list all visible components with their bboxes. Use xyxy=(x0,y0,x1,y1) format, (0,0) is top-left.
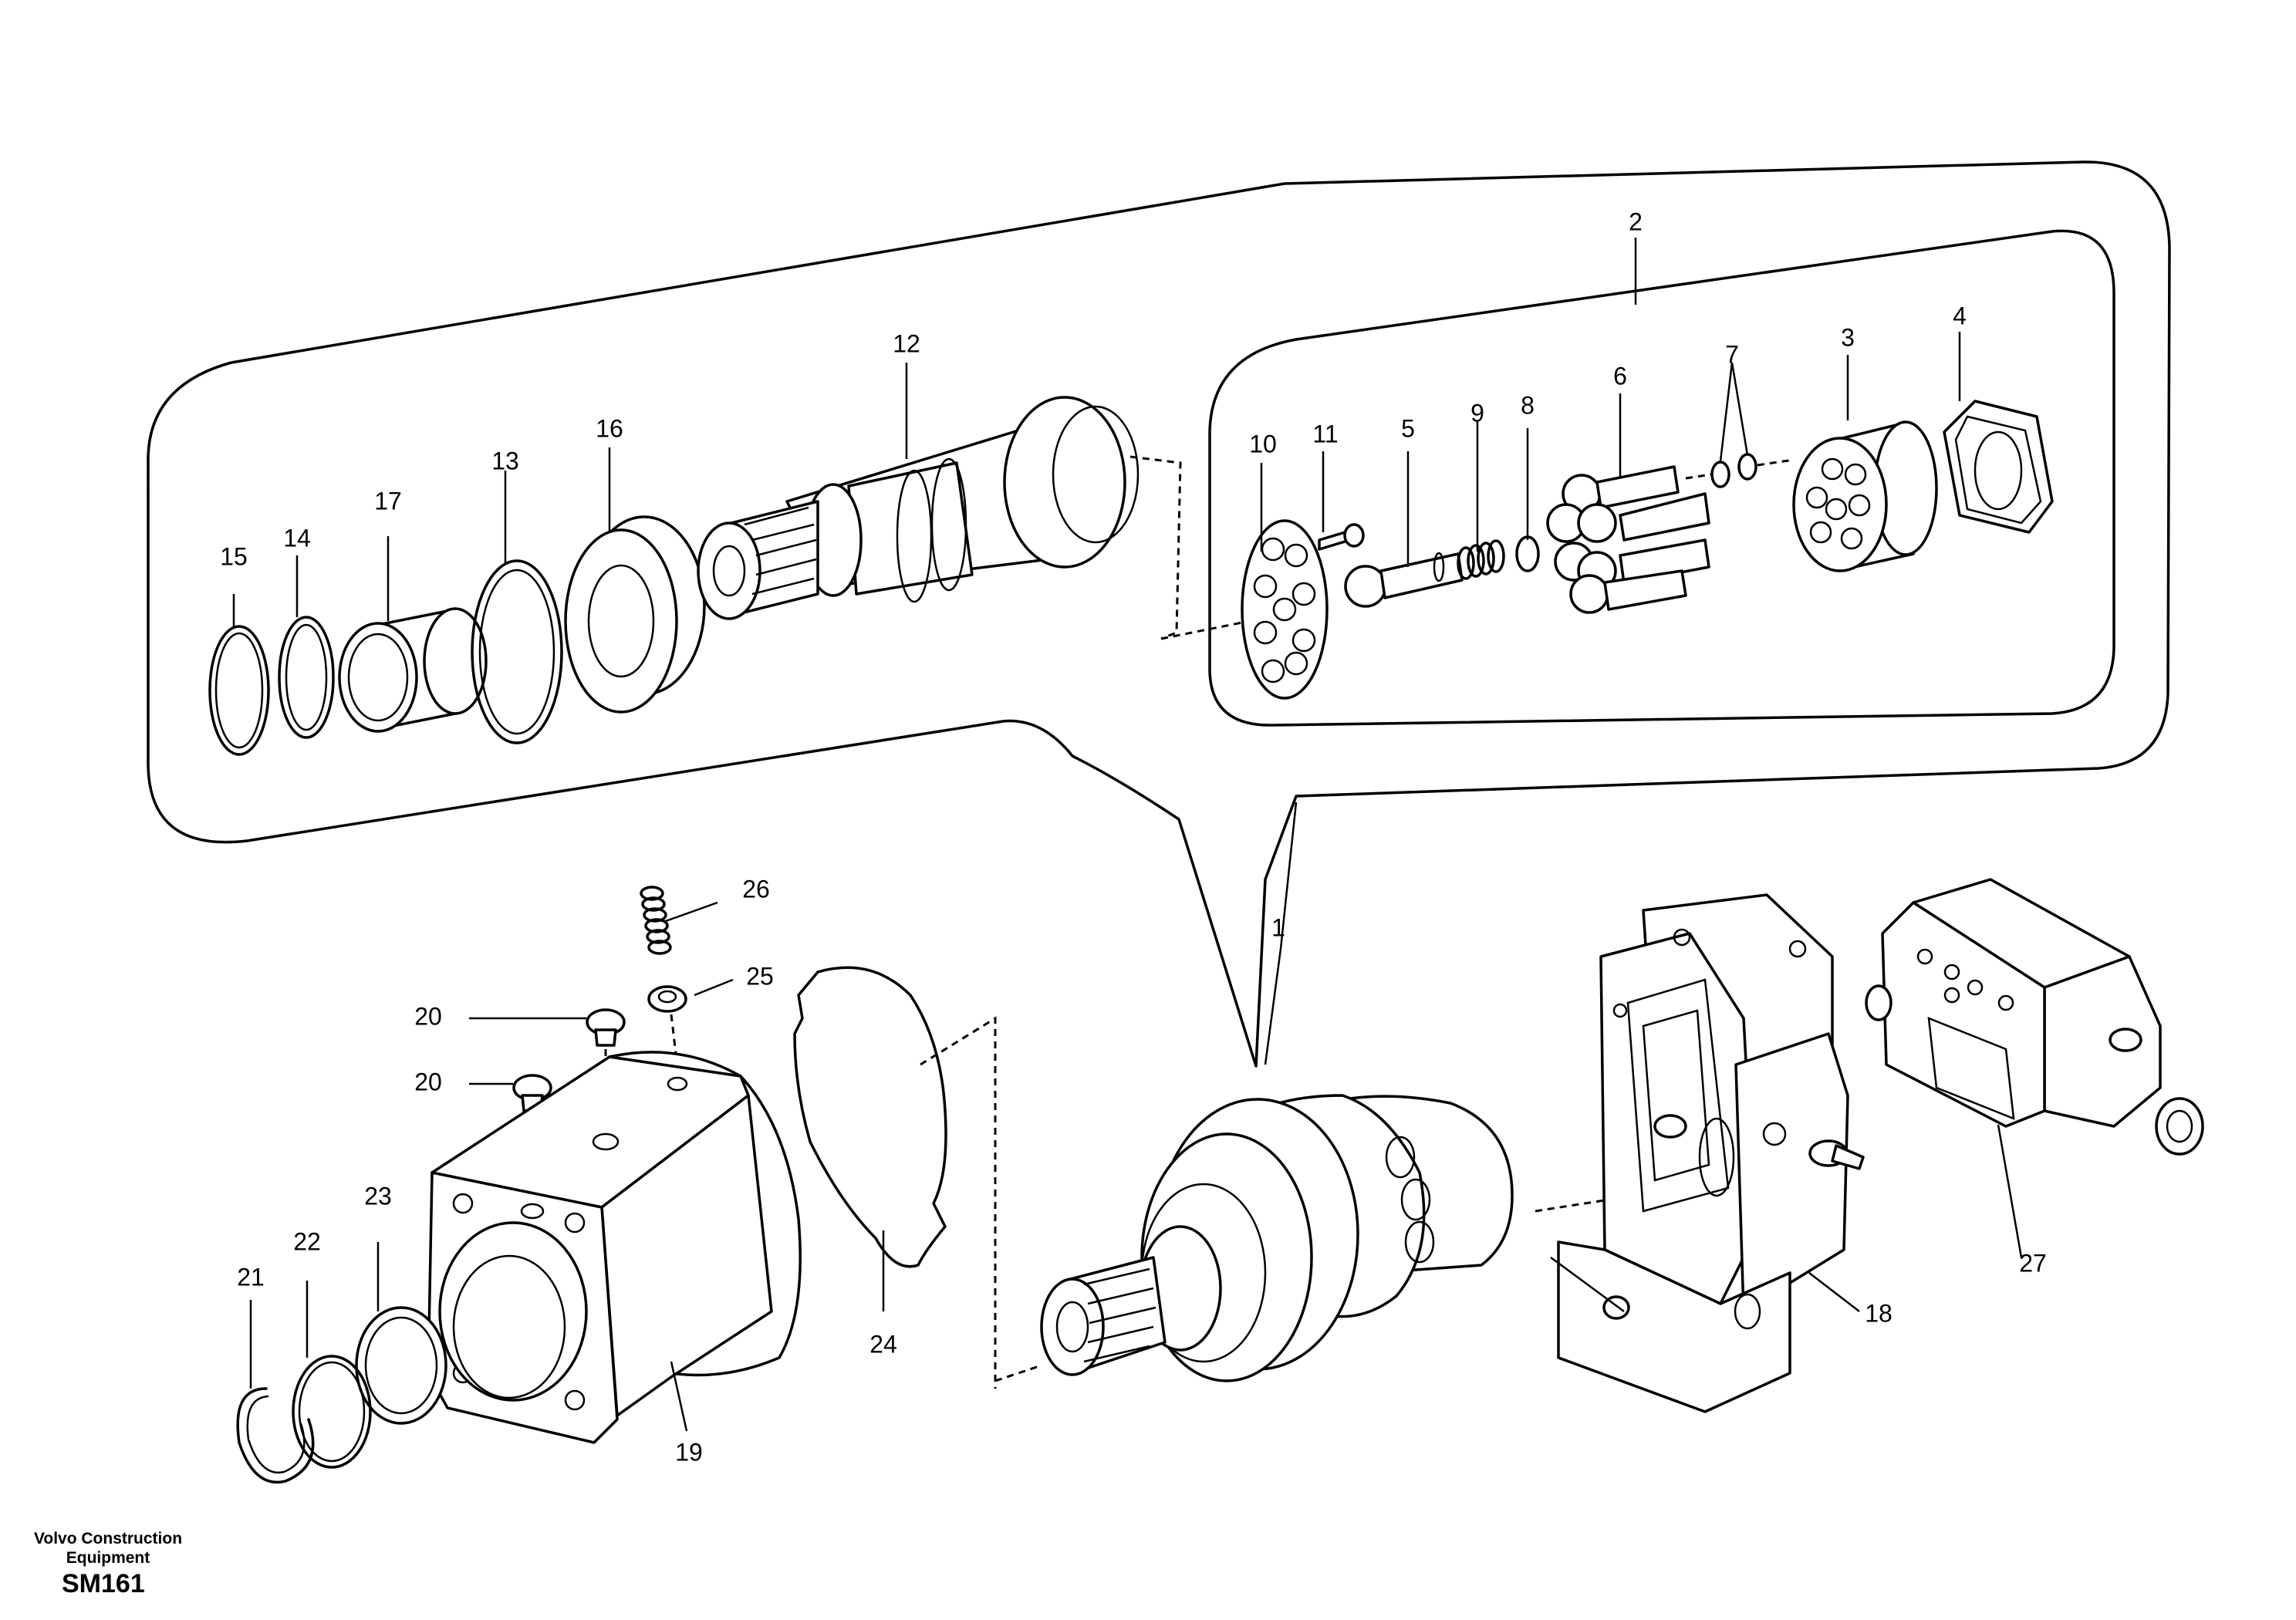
part-21-circlip xyxy=(236,1387,315,1484)
part-18-valve-block xyxy=(1557,893,1865,1413)
part-22-ring xyxy=(292,1355,372,1469)
callout-8: 8 xyxy=(1521,391,1535,419)
group-2-frame xyxy=(1208,229,2115,727)
part-19-housing xyxy=(427,1051,802,1444)
part-4-valve-plate xyxy=(1943,400,2054,534)
callout-19: 19 xyxy=(675,1438,703,1466)
callout-4: 4 xyxy=(1953,302,1967,329)
part-12-drive-shaft xyxy=(697,396,1140,620)
callout-23: 23 xyxy=(364,1182,392,1210)
part-11-screw xyxy=(1318,523,1365,551)
part-7-rings xyxy=(1685,453,1795,488)
callout-16: 16 xyxy=(596,414,623,442)
part-20-plug-upper xyxy=(586,1008,626,1047)
callout-10: 10 xyxy=(1249,430,1277,457)
brand-label: Volvo Construction Equipment xyxy=(33,1530,183,1567)
callout-3: 3 xyxy=(1841,323,1855,351)
part-17-bushing xyxy=(338,607,488,733)
callout-11: 11 xyxy=(1312,420,1338,447)
callout-7: 7 xyxy=(1725,340,1739,368)
leader-dashed-shaft xyxy=(1129,455,1182,640)
part-5-center-pin xyxy=(1344,552,1464,608)
callout-14: 14 xyxy=(283,524,311,552)
callout-27: 27 xyxy=(2019,1249,2047,1277)
callout-21: 21 xyxy=(237,1263,265,1291)
part-8-washer xyxy=(1515,535,1540,572)
part-14-snap-ring xyxy=(278,616,335,739)
part-9-spring xyxy=(1457,539,1505,580)
part-1-motor-assembly xyxy=(1040,1094,1514,1382)
callout-17: 17 xyxy=(374,487,402,515)
leader-lines xyxy=(232,238,2023,1432)
callout-13: 13 xyxy=(491,447,519,474)
part-13-shim xyxy=(471,559,563,744)
leader-dashed-gasket xyxy=(920,1016,997,1389)
callout-20-upper: 20 xyxy=(414,1002,442,1030)
callout-12: 12 xyxy=(893,329,920,357)
part-27-regulator xyxy=(1865,878,2204,1156)
part-26-spring xyxy=(640,886,672,955)
part-3-cylinder-block xyxy=(1792,420,1938,572)
callout-2: 2 xyxy=(1629,208,1643,235)
callout-6: 6 xyxy=(1613,362,1627,390)
callout-20-lower: 20 xyxy=(414,1068,442,1095)
part-16-bearing xyxy=(564,515,706,714)
callout-1: 1 xyxy=(1271,913,1285,941)
part-23-bushing xyxy=(355,1306,447,1425)
callout-9: 9 xyxy=(1470,399,1484,427)
part-15-snap-ring xyxy=(208,625,270,756)
part-10-retainer-plate xyxy=(1241,519,1329,700)
part-6-pistons xyxy=(1546,465,1710,614)
callout-22: 22 xyxy=(293,1227,321,1255)
callout-5: 5 xyxy=(1401,414,1415,442)
callout-18: 18 xyxy=(1865,1299,1893,1327)
detail-bubble-outline xyxy=(147,160,2171,1068)
callout-25: 25 xyxy=(746,962,774,990)
document-id: SM161 xyxy=(62,1569,145,1598)
callout-24: 24 xyxy=(869,1330,897,1358)
part-22-ring-inner xyxy=(298,1361,366,1463)
part-25-nut xyxy=(647,985,687,1013)
callout-26: 26 xyxy=(742,875,770,903)
callout-15: 15 xyxy=(220,542,248,570)
part-24-gasket xyxy=(793,966,947,1268)
